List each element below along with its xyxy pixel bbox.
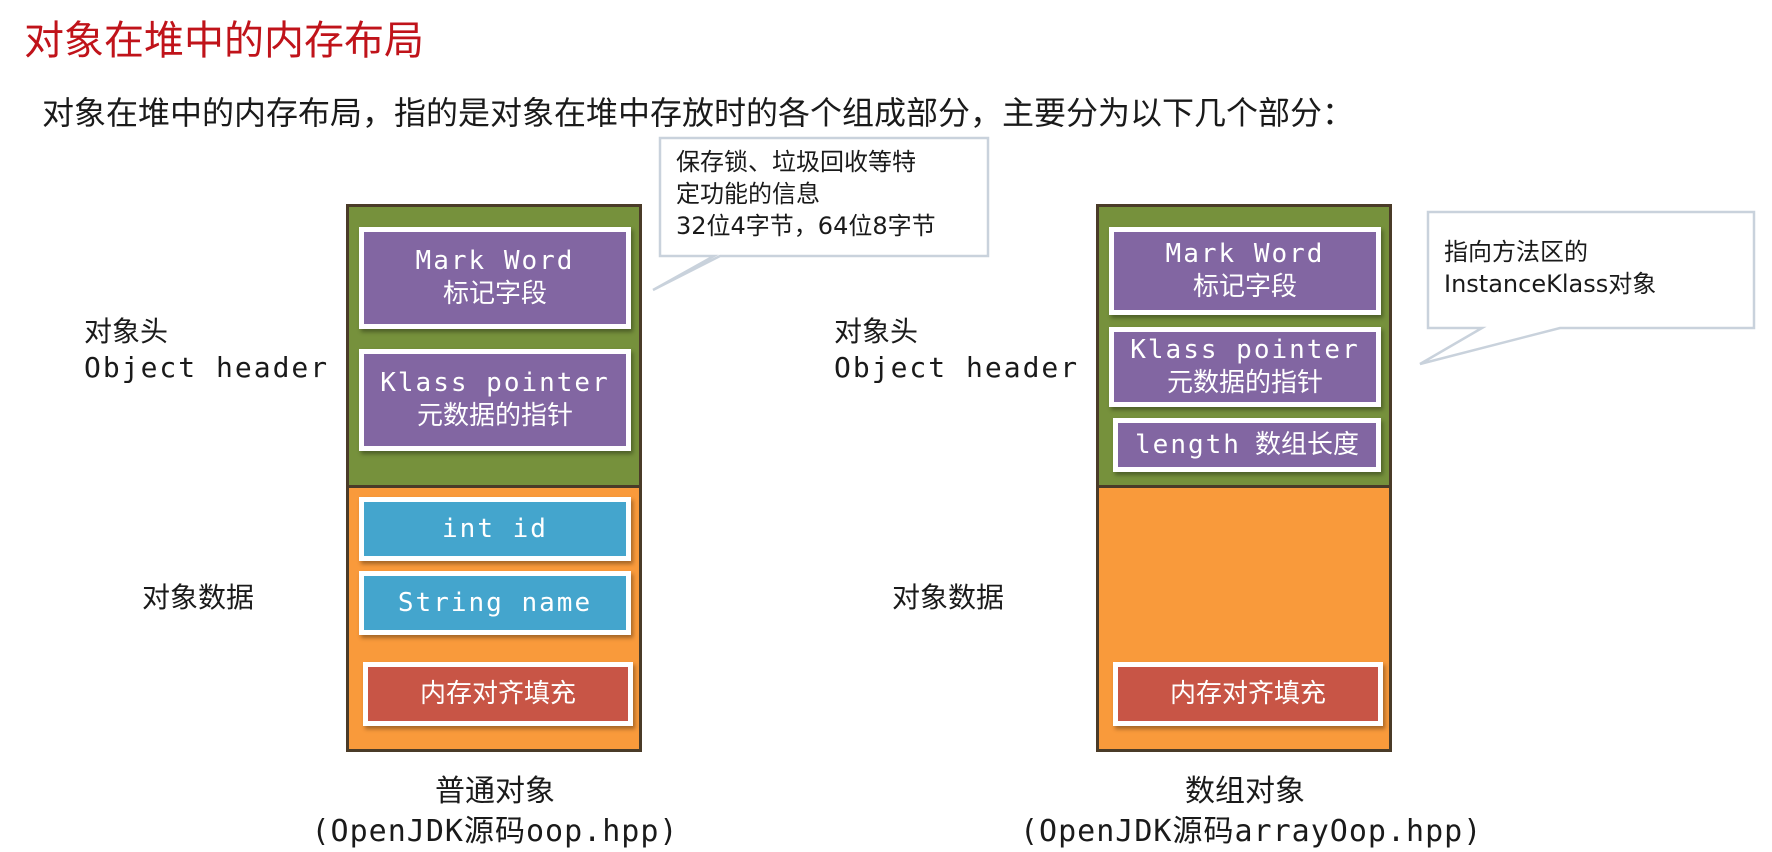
field-string-label: String name [397,587,593,618]
field-string-block: String name [359,571,631,635]
object-header-en: Object header [84,351,330,384]
mark-word-en: Mark Word [415,246,575,276]
normal-object-panel: Mark Word 标记字段 Klass pointer 元数据的指针 int … [346,204,642,752]
array-mark-word-cn: 标记字段 [1192,272,1297,302]
array-object-divider [1099,485,1389,488]
array-length-cn: 数组长度 [1254,429,1359,460]
normal-object-caption-title: 普通对象 [435,774,555,809]
page-subtitle: 对象在堆中的内存布局，指的是对象在堆中存放时的各个组成部分，主要分为以下几个部分… [42,94,1355,132]
array-mark-word-en: Mark Word [1165,239,1325,269]
mark-word-callout-text: 保存锁、垃圾回收等特 定功能的信息 32位4字节，64位8字节 [676,146,936,242]
array-object-caption: 数组对象 (OpenJDK源码arrayOop.hpp) [1020,772,1483,852]
mark-word-note-line3: 32位4字节，64位8字节 [676,212,936,240]
array-padding-label: 内存对齐填充 [1169,678,1326,709]
array-object-caption-title: 数组对象 [1185,774,1305,809]
mark-word-block: Mark Word 标记字段 [359,227,631,329]
klass-note-line2: InstanceKlass对象 [1444,270,1657,298]
object-header-cn: 对象头 [84,315,169,348]
klass-pointer-en: Klass pointer [380,368,610,398]
array-object-caption-source: (OpenJDK源码arrayOop.hpp) [1020,814,1483,849]
normal-object-caption: 普通对象 (OpenJDK源码oop.hpp) [300,772,690,852]
object-header-cn-right: 对象头 [834,315,919,348]
mark-word-cn: 标记字段 [442,279,547,309]
object-data-label-right: 对象数据 [892,581,1005,614]
array-klass-pointer-en: Klass pointer [1130,335,1360,365]
klass-callout-text: 指向方法区的 InstanceKlass对象 [1444,236,1656,300]
normal-object-caption-source: (OpenJDK源码oop.hpp) [311,814,679,849]
klass-pointer-block: Klass pointer 元数据的指针 [359,349,631,451]
field-int-block: int id [359,497,631,561]
array-length-block: length 数组长度 [1113,418,1381,472]
array-klass-pointer-cn: 元数据的指针 [1166,368,1323,398]
array-length-en: length [1135,429,1241,460]
object-header-label-right: 对象头 Object header [834,314,1079,386]
klass-note-line1: 指向方法区的 [1444,238,1588,266]
klass-callout-bubble [1419,210,1756,366]
array-padding-block: 内存对齐填充 [1113,662,1383,726]
padding-label: 内存对齐填充 [419,678,576,709]
array-klass-pointer-block: Klass pointer 元数据的指针 [1109,327,1381,407]
array-mark-word-block: Mark Word 标记字段 [1109,227,1381,315]
array-object-panel: Mark Word 标记字段 Klass pointer 元数据的指针 leng… [1096,204,1392,752]
padding-block: 内存对齐填充 [363,662,633,726]
normal-object-divider [349,485,639,488]
field-int-label: int id [442,513,548,544]
page-title: 对象在堆中的内存布局 [24,18,424,64]
object-header-label-left: 对象头 Object header [84,314,329,386]
object-data-label-left: 对象数据 [142,581,255,614]
mark-word-note-line2: 定功能的信息 [676,180,820,208]
mark-word-note-line1: 保存锁、垃圾回收等特 [676,148,916,176]
klass-pointer-cn: 元数据的指针 [416,401,573,431]
mark-word-callout-bubble [652,136,990,292]
object-header-en-right: Object header [834,351,1080,384]
